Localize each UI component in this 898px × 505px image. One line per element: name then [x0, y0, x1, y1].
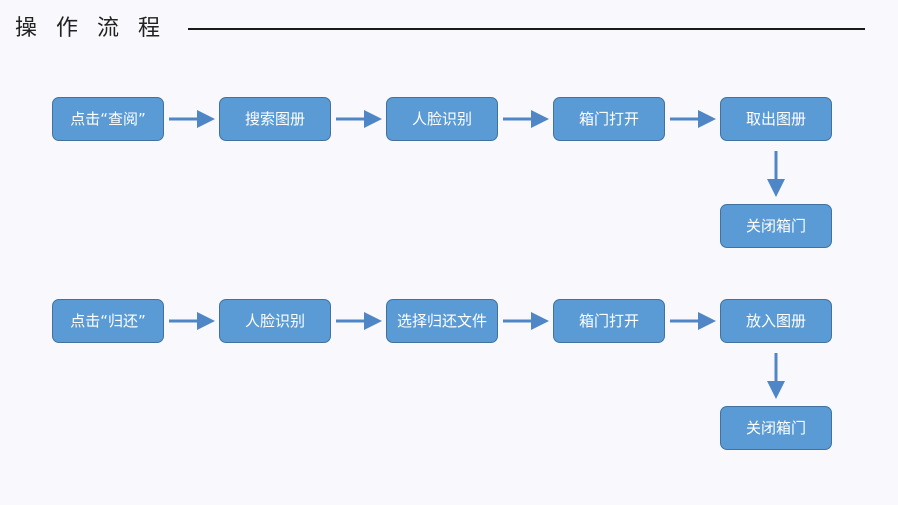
flow1-step-3: 人脸识别 [386, 97, 498, 141]
flow2-step-1: 点击“归还” [52, 299, 164, 343]
flow2-step-4: 箱门打开 [553, 299, 665, 343]
flow1-final: 关闭箱门 [720, 204, 832, 248]
flow1-step-5: 取出图册 [720, 97, 832, 141]
flow1-step-1: 点击“查阅” [52, 97, 164, 141]
flow1-step-4: 箱门打开 [553, 97, 665, 141]
flow2-final: 关闭箱门 [720, 406, 832, 450]
page-title: 操作流程 [15, 16, 180, 41]
flow2-step-2: 人脸识别 [219, 299, 331, 343]
flow2-step-3: 选择归还文件 [386, 299, 498, 343]
flow1-step-2: 搜索图册 [219, 97, 331, 141]
flow2-step-5: 放入图册 [720, 299, 832, 343]
title-underline [188, 28, 865, 30]
